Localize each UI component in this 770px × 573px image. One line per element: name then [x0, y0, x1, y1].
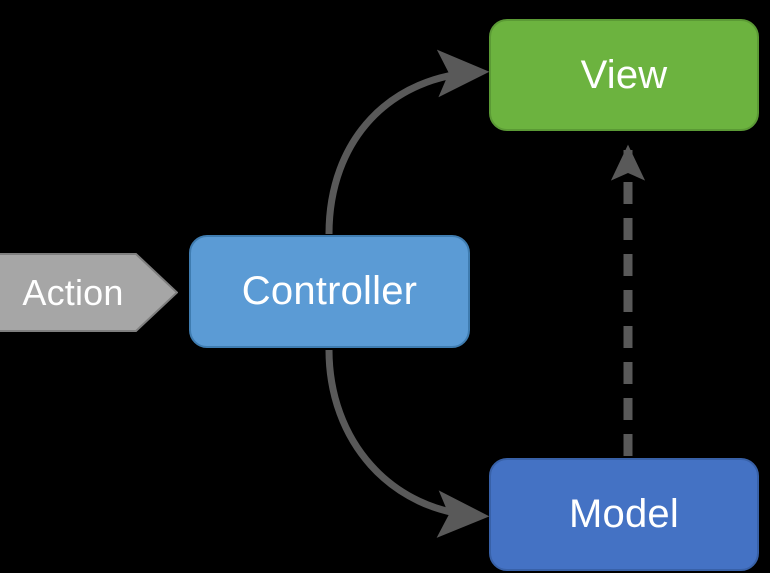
node-controller[interactable]: Controller: [189, 235, 470, 348]
connector-controller-to-view: [325, 49, 490, 235]
node-view[interactable]: View: [489, 19, 759, 131]
action-pentagon-icon: [0, 253, 178, 332]
controller-label: Controller: [241, 269, 418, 313]
view-label: View: [580, 52, 668, 97]
action-label: Action: [22, 271, 124, 313]
action-shape-node: Action: [0, 253, 178, 332]
connector-controller-to-model: [325, 349, 490, 538]
model-label: Model: [569, 492, 679, 536]
node-model[interactable]: Model: [489, 458, 759, 571]
